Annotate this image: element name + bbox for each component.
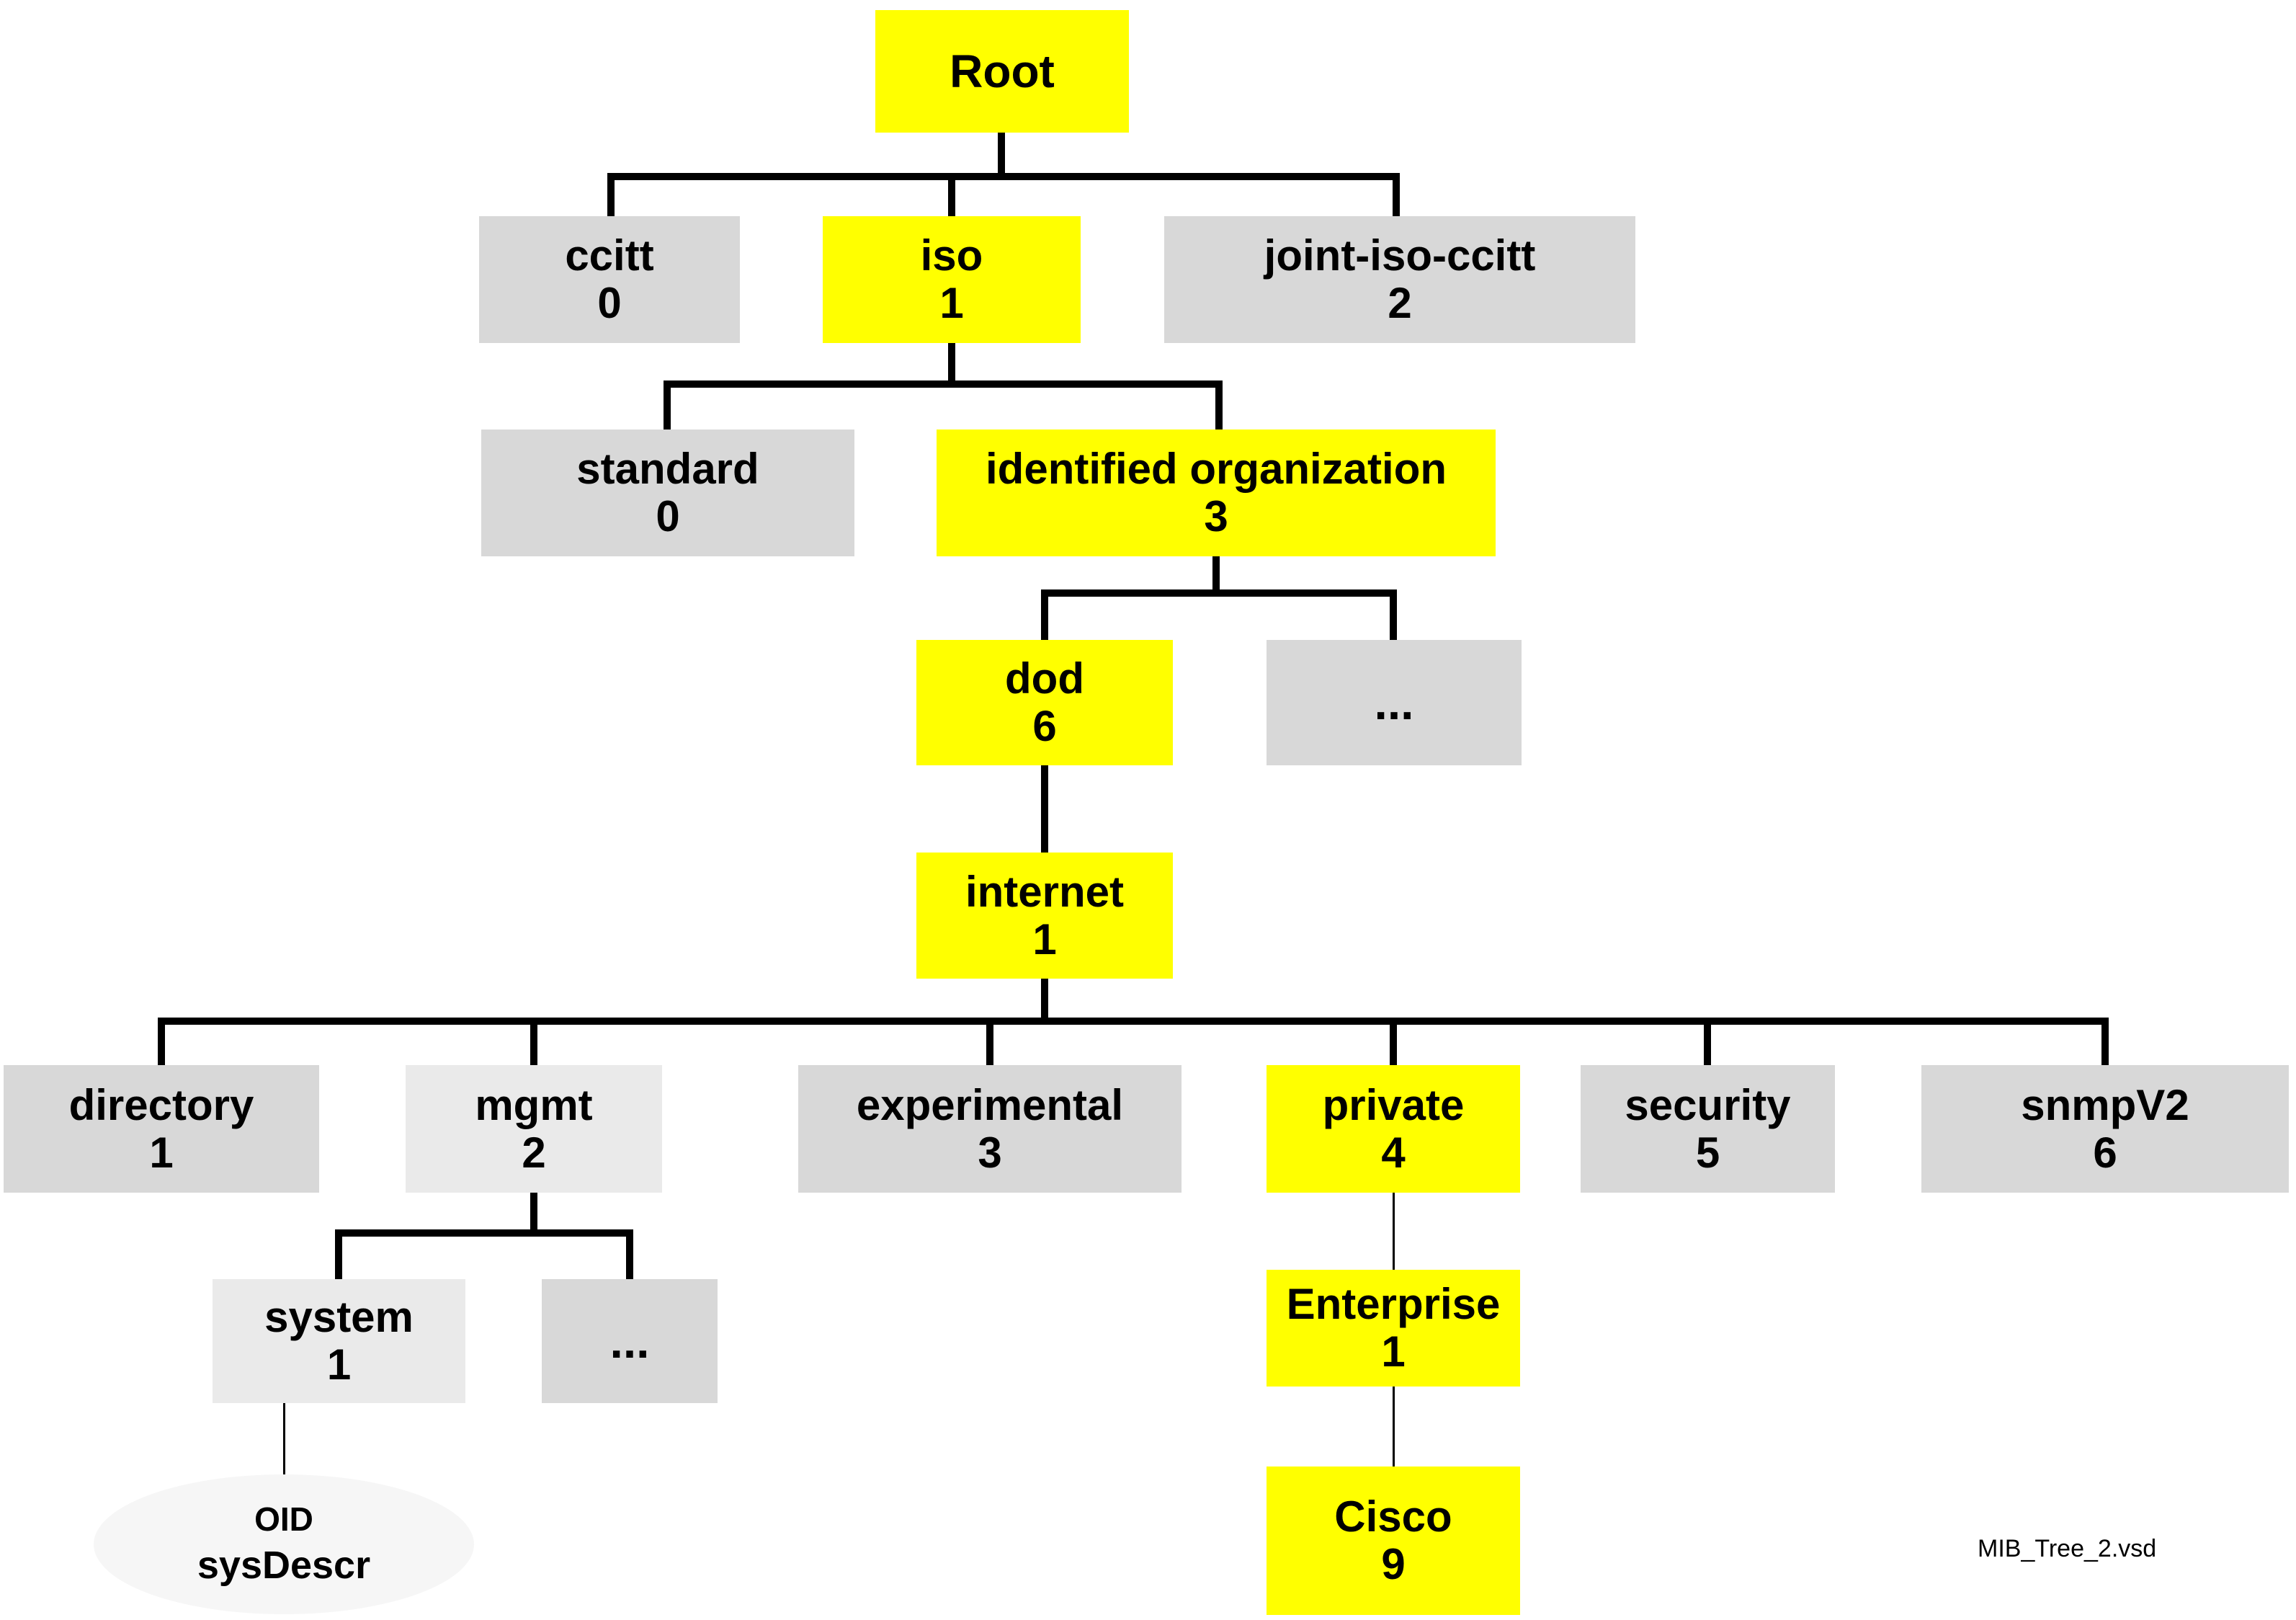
node-root-label: Root — [950, 45, 1055, 97]
edge-drop-mgmt-other — [626, 1229, 633, 1279]
oid-label: OID — [254, 1500, 313, 1539]
edge-iso-stub — [948, 343, 955, 386]
node-standard-label: standard — [576, 445, 759, 493]
node-system-label: system — [264, 1293, 414, 1341]
node-snmpv2-number: 6 — [2093, 1128, 2117, 1177]
node-dod-number: 6 — [1032, 702, 1057, 750]
edge-mgmt-stub — [530, 1193, 537, 1234]
edge-private-enterprise — [1393, 1193, 1395, 1270]
edge-internet-stub — [1041, 979, 1048, 1020]
node-mgmt: mgmt 2 — [406, 1065, 662, 1193]
node-internet: internet 1 — [916, 853, 1173, 979]
node-identified-number: 3 — [1204, 492, 1228, 540]
node-cisco-number: 9 — [1381, 1540, 1406, 1588]
node-directory-label: directory — [68, 1080, 254, 1129]
node-ccitt: ccitt 0 — [479, 216, 740, 343]
node-system-number: 1 — [326, 1340, 352, 1389]
node-experimental: experimental 3 — [798, 1065, 1181, 1193]
node-experimental-label: experimental — [856, 1080, 1124, 1129]
sysdescr-label: sysDescr — [197, 1544, 371, 1588]
edge-enterprise-cisco — [1393, 1387, 1395, 1467]
node-joint-number: 2 — [1388, 279, 1412, 327]
edge-drop-directory — [158, 1018, 165, 1065]
node-enterprise-label: Enterprise — [1286, 1280, 1501, 1328]
node-private-number: 4 — [1381, 1128, 1406, 1177]
edge-drop-security — [1704, 1018, 1711, 1065]
node-security-label: security — [1625, 1080, 1791, 1129]
edge-drop-iso-other — [1390, 589, 1397, 640]
edge-mgmt-bar — [335, 1229, 633, 1237]
node-mgmt-other-label: ... — [609, 1314, 650, 1368]
edge-drop-private — [1390, 1018, 1397, 1065]
node-identified-label: identified organization — [986, 445, 1447, 493]
edge-drop-ccitt — [607, 173, 615, 216]
node-enterprise-number: 1 — [1381, 1327, 1406, 1376]
node-internet-number: 1 — [1032, 914, 1057, 963]
node-ccitt-number: 0 — [597, 279, 622, 327]
edge-drop-mgmt — [530, 1018, 537, 1065]
node-directory: directory 1 — [4, 1065, 319, 1193]
node-system: system 1 — [213, 1279, 465, 1403]
edge-drop-standard — [664, 380, 671, 430]
edge-drop-joint — [1393, 173, 1400, 216]
node-directory-number: 1 — [149, 1128, 174, 1177]
file-name-caption: MIB_Tree_2.vsd — [1978, 1535, 2157, 1562]
node-dod-label: dod — [1005, 654, 1084, 703]
node-private-label: private — [1322, 1080, 1465, 1129]
edge-identified-bar — [1041, 589, 1397, 597]
edge-root-stub — [998, 132, 1005, 177]
node-joint-iso-ccitt: joint-iso-ccitt 2 — [1164, 216, 1635, 343]
edge-system-oid — [283, 1403, 285, 1475]
edge-iso-bar — [664, 380, 1223, 388]
edge-drop-system — [335, 1229, 342, 1279]
edge-dod-internet — [1041, 765, 1048, 853]
node-standard-number: 0 — [656, 492, 680, 540]
node-mgmt-label: mgmt — [475, 1080, 593, 1129]
node-cisco-label: Cisco — [1334, 1492, 1452, 1541]
edge-drop-iso — [948, 173, 955, 216]
node-joint-label: joint-iso-ccitt — [1264, 231, 1536, 280]
edge-drop-identified — [1215, 380, 1223, 430]
node-oid-sysdescr: OID sysDescr — [94, 1474, 474, 1614]
node-root: Root — [875, 10, 1129, 133]
node-iso-label: iso — [920, 231, 983, 280]
node-private: private 4 — [1267, 1065, 1520, 1193]
node-standard: standard 0 — [481, 430, 854, 556]
edge-drop-experimental — [986, 1018, 993, 1065]
edge-drop-dod — [1041, 589, 1048, 640]
node-iso-other-ellipsis: ... — [1267, 640, 1522, 765]
node-iso-number: 1 — [939, 279, 964, 327]
edge-identified-stub — [1212, 556, 1220, 594]
node-snmpv2: snmpV2 6 — [1921, 1065, 2289, 1193]
node-mgmt-other-ellipsis: ... — [542, 1279, 718, 1403]
node-mgmt-number: 2 — [522, 1128, 546, 1177]
node-internet-label: internet — [965, 867, 1125, 916]
node-security-number: 5 — [1695, 1128, 1720, 1177]
node-enterprise: Enterprise 1 — [1267, 1270, 1520, 1387]
edge-internet-bar — [158, 1018, 2109, 1025]
edge-root-bar — [607, 173, 1400, 180]
node-cisco: Cisco 9 — [1267, 1467, 1520, 1615]
node-ccitt-label: ccitt — [565, 231, 654, 280]
node-iso-other-label: ... — [1374, 675, 1414, 729]
node-iso: iso 1 — [823, 216, 1081, 343]
node-dod: dod 6 — [916, 640, 1173, 765]
node-identified-organization: identified organization 3 — [937, 430, 1496, 556]
node-experimental-number: 3 — [978, 1128, 1002, 1177]
node-snmpv2-label: snmpV2 — [2021, 1080, 2189, 1129]
edge-drop-snmpv2 — [2101, 1018, 2109, 1065]
node-security: security 5 — [1581, 1065, 1835, 1193]
